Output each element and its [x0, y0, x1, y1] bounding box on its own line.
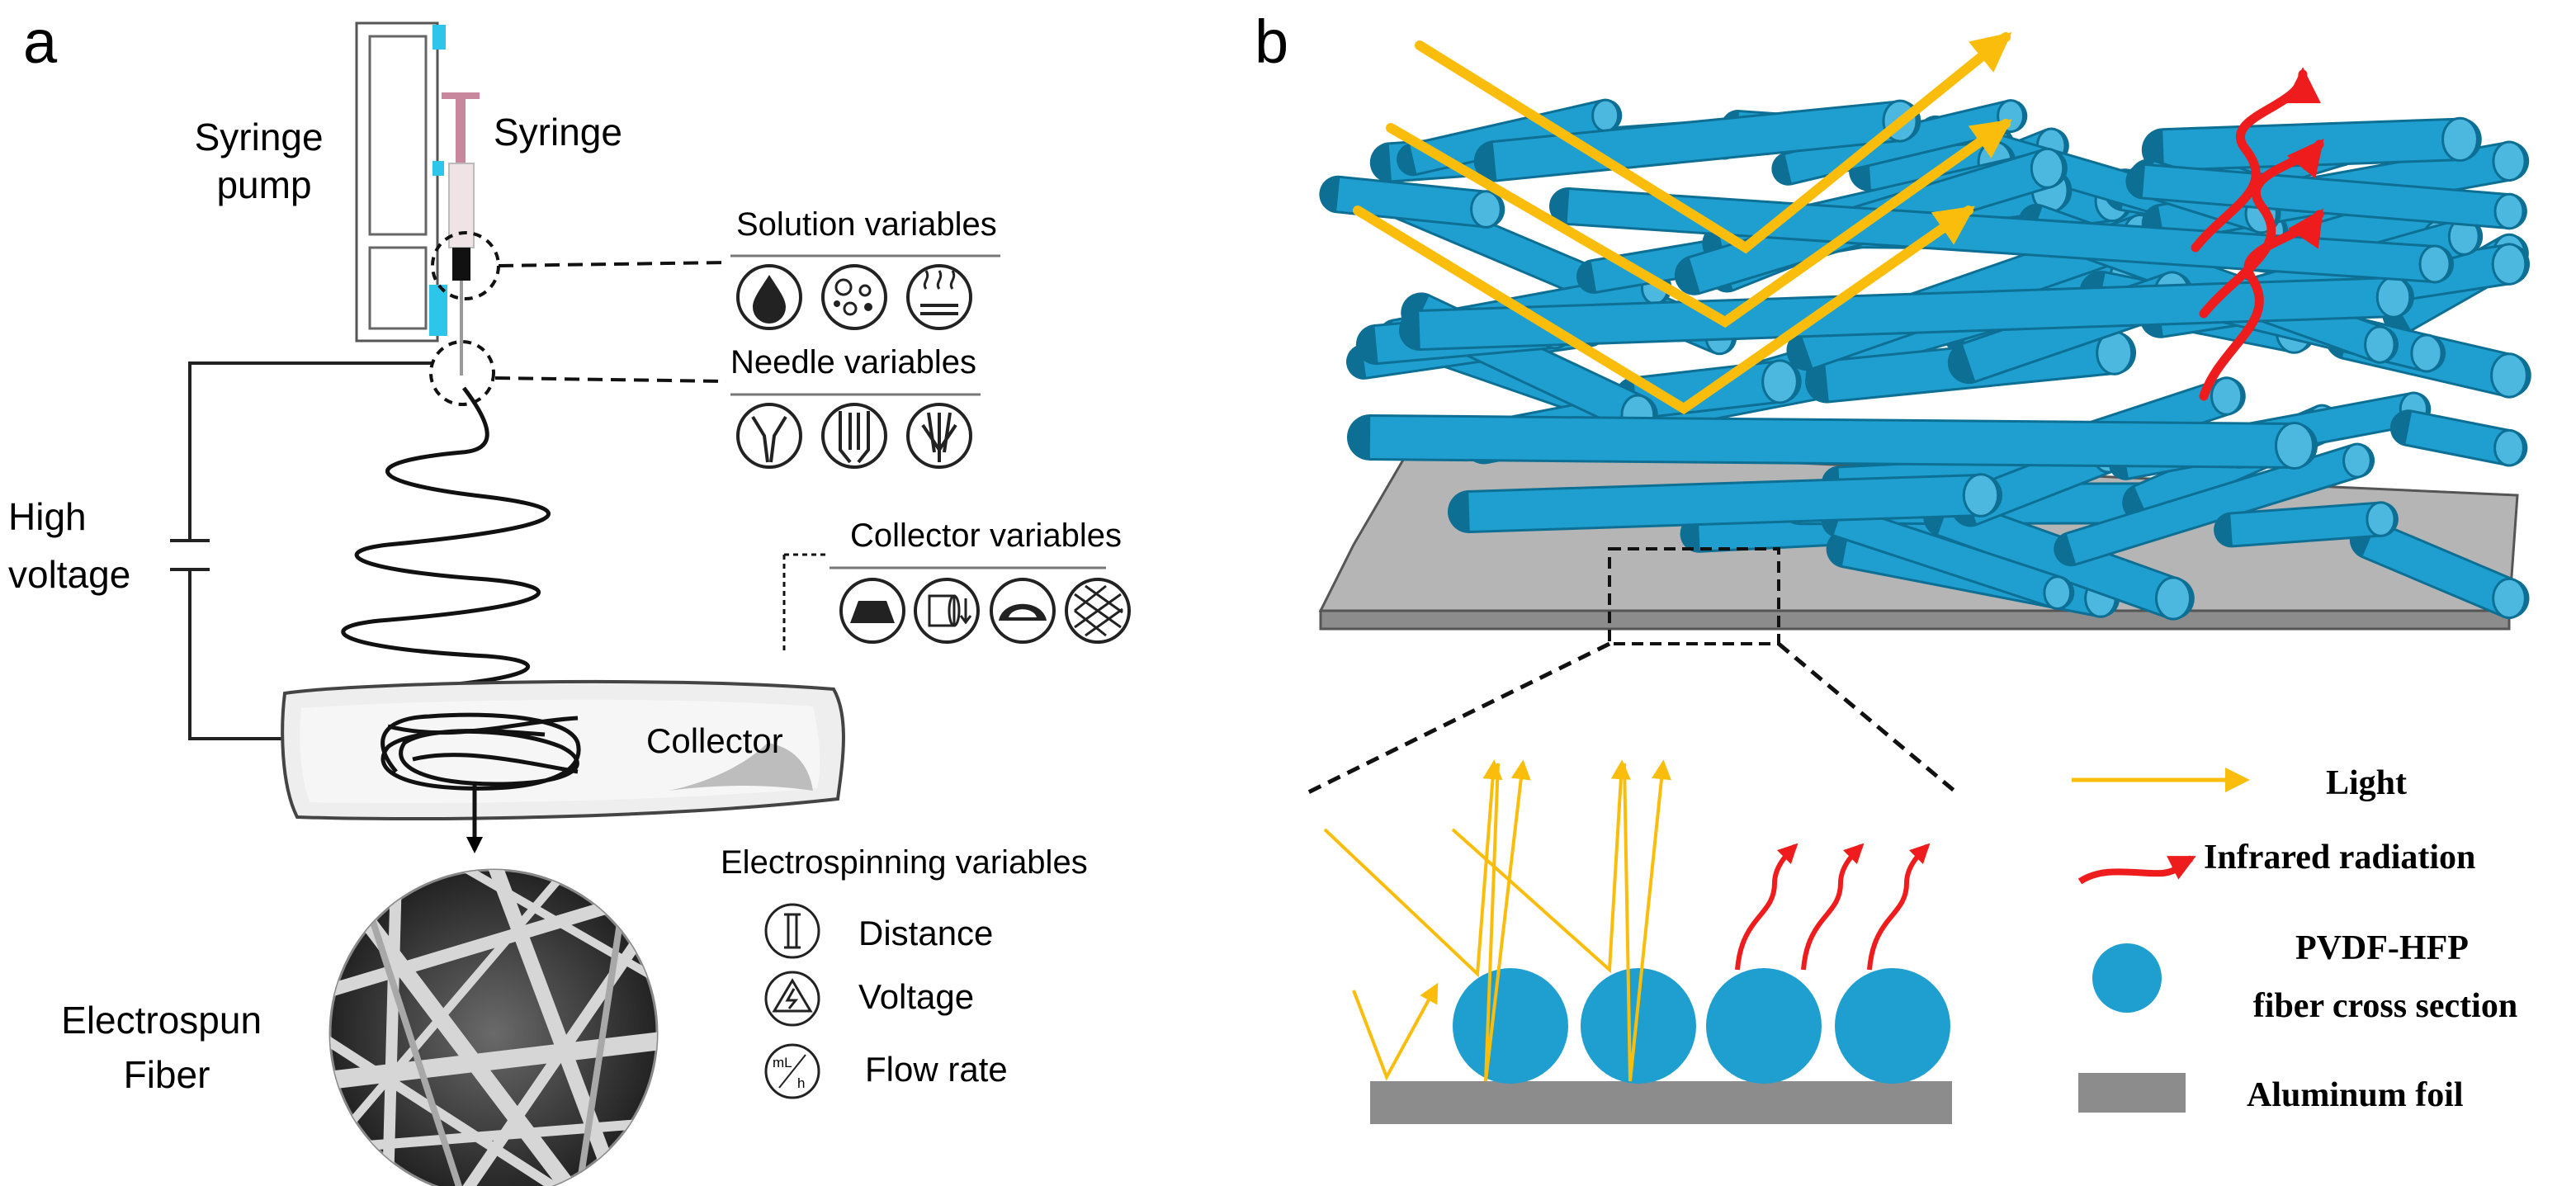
syringe-label: Syringe: [494, 111, 622, 154]
collector-variable-icons: [839, 578, 1131, 644]
electrospun-fiber-label: Electrospun Fiber: [61, 999, 272, 1096]
zoom-line-left: [1307, 641, 1611, 795]
fiber-cylinder: [1448, 473, 2002, 533]
fiber-cylinder: [2389, 409, 2528, 467]
fiber-cylinder: [2349, 519, 2530, 620]
polymer-jet: [341, 386, 551, 722]
fiber-cylinder: [1821, 503, 2075, 610]
solution-leader-line: [498, 261, 727, 267]
flat-collector-icon: [839, 578, 905, 644]
temperature-icon: [906, 264, 972, 330]
fiber-cylinder: [2141, 116, 2482, 172]
needle-variables-label: Needle variables: [730, 344, 976, 380]
fiber-cylinder: [1397, 98, 1623, 177]
infrared-arrow-icon: [2077, 855, 2196, 885]
panel-a: a Syringe pump Syringe High: [8, 7, 1131, 1186]
legend-foil-label: Aluminum foil: [2247, 1076, 2464, 1114]
distance-icon: [764, 903, 820, 959]
cross-section-infrared-rays: [1735, 843, 1931, 971]
solution-variable-icons: [736, 264, 972, 330]
flow-rate-icon: mL h: [764, 1043, 820, 1099]
foil-cross-section: [1370, 1081, 1952, 1124]
needle-zoom-circle: [429, 340, 495, 406]
syringe-pump-label: Syringe pump: [195, 116, 334, 206]
distance-label: Distance: [858, 914, 993, 952]
coaxial-needle-icon: [821, 403, 887, 469]
syringe-icon: [442, 92, 480, 376]
fiber-cylinder: [1549, 187, 2454, 284]
legend: Light Infrared radiation PVDF-HFP fiber …: [2072, 764, 2517, 1114]
collector-variables-label: Collector variables: [850, 517, 1122, 554]
circuit-wire: [188, 361, 433, 740]
fiber-cylinder: [2125, 163, 2527, 230]
voltage-label: Voltage: [858, 977, 974, 1016]
fiber-cylinder: [2054, 442, 2375, 567]
legend-infrared-label: Infrared radiation: [2204, 839, 2475, 877]
fiber-cross-section-icon: [2092, 943, 2162, 1013]
fiber-cross-section-1: [1453, 968, 1568, 1084]
infrared-radiation-arrows: [2191, 67, 2324, 401]
disk-collector-icon: [990, 578, 1056, 644]
reflected-light-arrows: [1353, 31, 2012, 415]
collector-leader-line: [782, 553, 825, 652]
solution-variables-label: Solution variables: [736, 206, 997, 243]
rotating-drum-icon: [914, 578, 980, 644]
flow-rate-label: Flow rate: [865, 1050, 1008, 1089]
viscosity-drop-icon: [736, 264, 802, 330]
fiber-cylinder: [1399, 276, 2414, 351]
fiber-cylinder: [2214, 501, 2399, 548]
panel-a-letter: a: [23, 7, 58, 76]
sem-fiber-image: [328, 868, 659, 1186]
svg-text:mL: mL: [773, 1055, 792, 1070]
aluminum-foil-edge: [1319, 609, 2511, 631]
electrospinning-variables-label: Electrospinning variables: [721, 844, 1088, 881]
fiber-cylinder: [1347, 414, 2318, 470]
voltage-icon: [764, 971, 820, 1027]
concentration-icon: [821, 264, 887, 330]
fiber-cross-section-4: [1835, 968, 1950, 1084]
syringe-pump-icon: [355, 21, 447, 343]
mesh-collector-icon: [1065, 578, 1131, 644]
collector-label: Collector: [646, 721, 783, 760]
fiber-cross-section-3: [1706, 968, 1822, 1084]
fiber-cylinder: [1319, 175, 1505, 229]
fiber-cross-section-2: [1581, 968, 1696, 1084]
cross-section-light-rays: [1323, 759, 1671, 1082]
deposited-fiber-mat: [380, 712, 581, 791]
zoom-region: [1608, 547, 1780, 645]
panel-b: b: [1255, 7, 2531, 1124]
panel-b-letter: b: [1255, 7, 1288, 76]
needle-variable-icons: [736, 403, 972, 469]
multi-needle-icon: [906, 403, 972, 469]
single-needle-icon: [736, 403, 802, 469]
legend-light-label: Light: [2326, 764, 2407, 802]
svg-text:h: h: [797, 1075, 805, 1091]
zoom-line-right: [1777, 642, 1958, 794]
needle-leader-line: [494, 376, 727, 383]
aluminum-foil-icon: [2078, 1073, 2186, 1113]
legend-pvdf-label: PVDF-HFP fiber cross section: [2253, 929, 2517, 1025]
high-voltage-label: High voltage: [8, 495, 130, 596]
